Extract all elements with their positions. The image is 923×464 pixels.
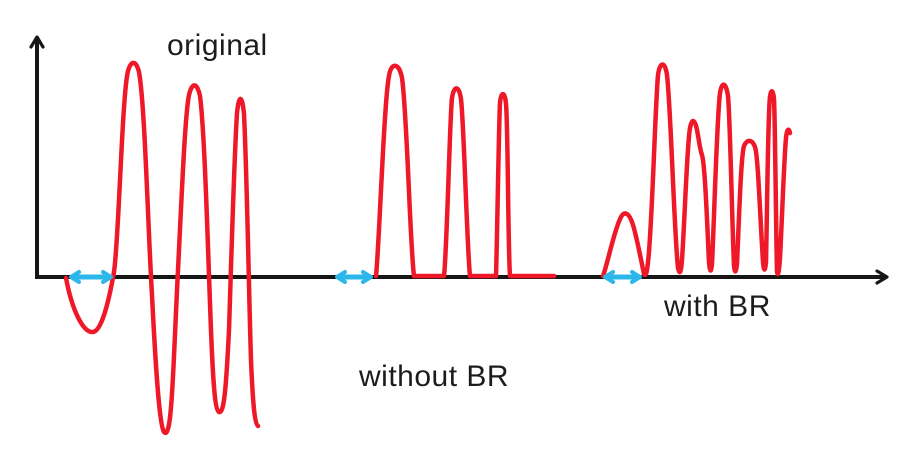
waveform-without-br-curve xyxy=(373,63,557,279)
waveform-with-br-curve xyxy=(600,62,793,279)
label-original: original xyxy=(167,29,268,62)
label-without-br-line1: without BR xyxy=(359,360,510,393)
label-without-br: without BR (delayed) xyxy=(359,289,509,464)
label-with-br: with BR xyxy=(664,290,771,323)
waveform-original-curve xyxy=(63,60,261,436)
